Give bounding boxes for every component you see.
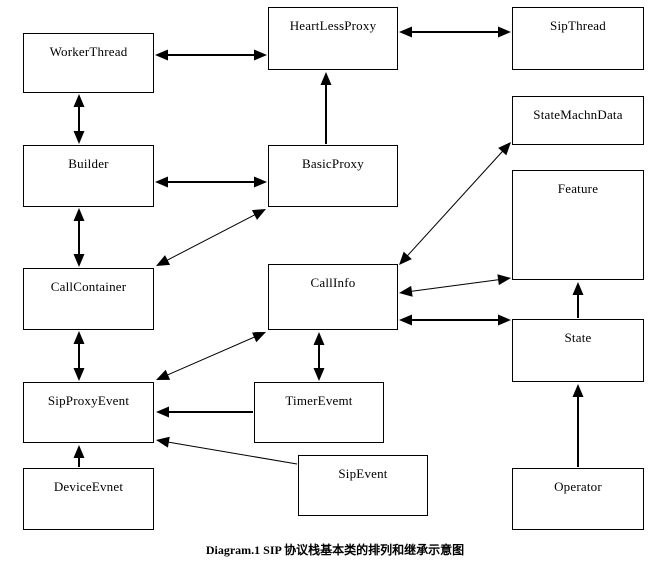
node-label-operator: Operator — [554, 479, 602, 494]
edge-callinfo-timerevemt — [313, 332, 325, 381]
edge-sipproxyevent-callinfo — [156, 332, 266, 380]
node-sipthread[interactable]: SipThread — [512, 7, 644, 70]
edge-heartlessproxy-sipthread — [399, 26, 511, 38]
node-callinfo[interactable]: CallInfo — [268, 264, 398, 330]
edge-sipevent-sipproxyevent — [156, 436, 298, 465]
node-label-statemachndata: StateMachnData — [533, 107, 623, 122]
node-feature[interactable]: Feature — [512, 170, 644, 280]
edge-state-feature — [572, 282, 584, 318]
node-basicproxy[interactable]: BasicProxy — [268, 145, 398, 207]
node-builder[interactable]: Builder — [23, 145, 154, 207]
edge-operator-state — [572, 384, 584, 467]
node-label-callinfo: CallInfo — [310, 275, 356, 290]
node-label-callcontainer: CallContainer — [50, 279, 127, 294]
edge-builder-callcontainer — [73, 208, 85, 267]
node-callcontainer[interactable]: CallContainer — [23, 268, 154, 330]
edge-callinfo-state — [399, 314, 511, 326]
node-sipproxyevent[interactable]: SipProxyEvent — [23, 382, 154, 443]
edge-timerevemt-sipproxyevent — [156, 406, 253, 418]
edge-basicproxy-heartlessproxy — [320, 72, 332, 144]
node-label-builder: Builder — [68, 156, 109, 171]
node-state[interactable]: State — [512, 319, 644, 382]
node-label-timerevemt: TimerEvemt — [285, 393, 353, 408]
edge-deviceevnet-sipproxyevent — [73, 445, 85, 467]
node-timerevemt[interactable]: TimerEvemt — [254, 382, 384, 443]
node-label-workerthread: WorkerThread — [49, 44, 128, 59]
edge-workerthread-builder — [73, 94, 85, 144]
node-label-sipevent: SipEvent — [338, 466, 388, 481]
node-workerthread[interactable]: WorkerThread — [23, 33, 154, 93]
node-label-sipthread: SipThread — [550, 18, 606, 33]
edge-builder-basicproxy — [155, 176, 267, 188]
node-heartlessproxy[interactable]: HeartLessProxy — [268, 7, 398, 70]
node-operator[interactable]: Operator — [512, 468, 644, 530]
edge-callinfo-statemachndata — [399, 142, 511, 265]
node-label-sipproxyevent: SipProxyEvent — [47, 393, 130, 408]
node-statemachndata[interactable]: StateMachnData — [512, 96, 644, 145]
node-label-state: State — [564, 330, 592, 345]
node-deviceevnet[interactable]: DeviceEvnet — [23, 468, 154, 530]
node-label-feature: Feature — [557, 181, 599, 196]
node-label-deviceevnet: DeviceEvnet — [53, 479, 124, 494]
node-label-basicproxy: BasicProxy — [302, 156, 364, 171]
edge-callinfo-feature — [399, 274, 511, 297]
edge-callcontainer-sipproxyevent — [73, 331, 85, 381]
node-sipevent[interactable]: SipEvent — [298, 455, 428, 516]
node-label-heartlessproxy: HeartLessProxy — [289, 18, 377, 33]
edge-callcontainer-basicproxy — [156, 209, 266, 266]
edge-workerthread-heartlessproxy — [155, 49, 267, 61]
diagram-caption: Diagram.1 SIP 协议栈基本类的排列和继承示意图 — [205, 543, 465, 557]
